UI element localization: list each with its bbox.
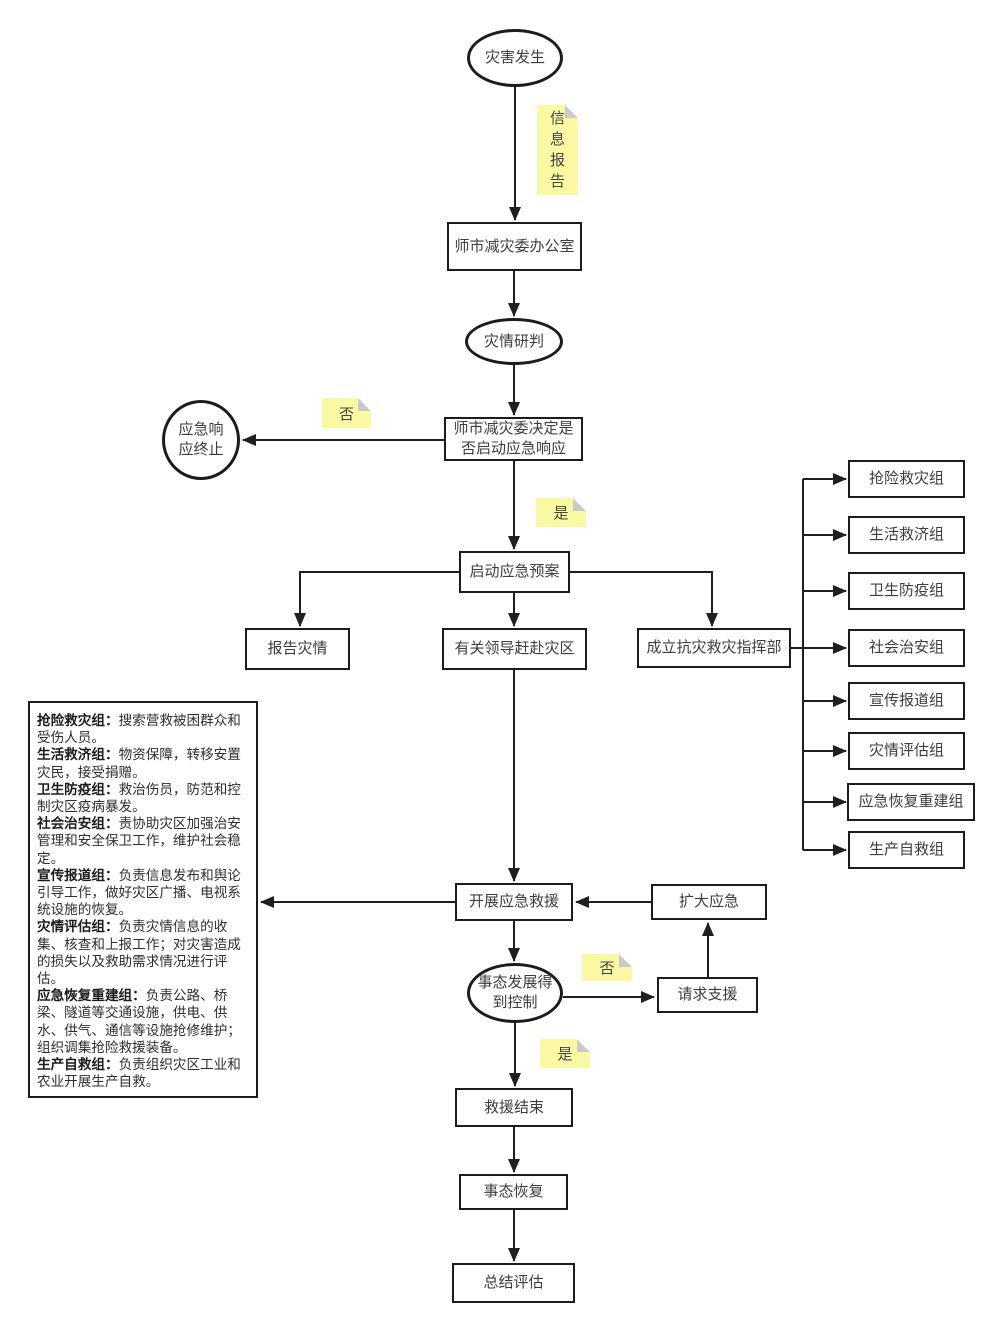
node-leaders-to-area: 有关领导赶赴灾区 (442, 628, 587, 670)
legend-term: 宣传报道组： (37, 867, 119, 883)
note-information-report-label: 信息报告 (549, 110, 565, 190)
node-disaster-judgement-label: 灾情研判 (483, 332, 544, 350)
node-publicity-group-label: 宣传报道组 (868, 692, 944, 709)
node-report-disaster-label: 报告灾情 (267, 640, 328, 657)
node-assessment-group: 灾情评估组 (848, 732, 965, 770)
node-emergency-rescue-group: 抢险救灾组 (848, 460, 965, 498)
node-expand-response-label: 扩大应急 (678, 893, 739, 910)
node-response-terminated-label: 应急响 应终止 (178, 421, 224, 458)
node-leaders-to-area-label: 有关领导赶赴灾区 (454, 640, 575, 657)
node-recovery-reconstruction-group: 应急恢复重建组 (847, 783, 975, 821)
legend-desc: 责协助灾区加强治安管理和安全保卫工作，维护社会稳定。 (37, 816, 241, 866)
legend-entry: 生活救济组：物资保障，转移安置灾民，接受捐赠。 (37, 746, 249, 780)
note-yes-finish-label: 是 (557, 1046, 573, 1063)
node-publicity-group: 宣传报道组 (848, 682, 965, 720)
node-disaster-judgement: 灾情研判 (465, 318, 563, 365)
node-launch-plan-label: 启动应急预案 (469, 563, 560, 580)
legend-term: 生活救济组： (37, 747, 119, 763)
legend-entry: 抢险救灾组：搜索营救被困群众和受伤人员。 (37, 712, 249, 746)
node-carry-out-rescue-label: 开展应急救援 (468, 893, 559, 910)
note-yes-activate-label: 是 (553, 505, 569, 522)
note-no-support: 否 (582, 954, 632, 981)
node-life-relief-group-label: 生活救济组 (868, 526, 944, 543)
node-activation-decision-label: 师市减灾委决定是 否启动应急响应 (453, 420, 574, 457)
legend-entry: 社会治安组：责协助灾区加强治安管理和安全保卫工作，维护社会稳定。 (37, 815, 249, 867)
node-launch-plan: 启动应急预案 (459, 551, 570, 593)
legend-term: 灾情评估组： (37, 919, 119, 935)
node-report-disaster: 报告灾情 (245, 628, 350, 670)
legend-desc: 负责信息发布和舆论引导工作，做好灾区广播、电视系统设施的恢复。 (37, 867, 241, 918)
legend-entry: 应急恢复重建组：负责公路、桥梁、隧道等交通设施，供电、供水、供气、通信等设施抢修… (37, 987, 249, 1056)
node-request-support: 请求支援 (657, 977, 758, 1013)
connector-plan-to-hq (570, 571, 718, 627)
legend-entry: 宣传报道组：负责信息发布和舆论引导工作，做好灾区广播、电视系统设施的恢复。 (37, 867, 249, 919)
note-no-terminate-label: 否 (338, 405, 354, 423)
node-situation-recovery-label: 事态恢复 (483, 1183, 544, 1200)
group-duties-legend: 抢险救灾组：搜索营救被困群众和受伤人员。 生活救济组：物资保障，转移安置灾民，接… (28, 701, 258, 1098)
note-no-support-label: 否 (599, 960, 615, 977)
note-yes-finish: 是 (540, 1039, 590, 1068)
node-reduction-office-label: 师市减灾委办公室 (454, 237, 575, 255)
node-activation-decision: 师市减灾委决定是 否启动应急响应 (444, 417, 583, 461)
connector-plan-to-report (294, 571, 459, 627)
legend-desc: 负责灾情信息的收集、核查和上报工作；对灾害造成的损失以及救助需求情况进行评估。 (37, 919, 241, 987)
legend-term: 社会治安组： (37, 816, 119, 832)
legend-term: 应急恢复重建组： (37, 988, 146, 1004)
node-health-epidemic-group-label: 卫生防疫组 (868, 582, 944, 599)
note-no-terminate: 否 (322, 398, 371, 428)
node-summary-evaluation: 总结评估 (452, 1263, 575, 1303)
legend-term: 抢险救灾组： (37, 713, 119, 728)
node-establish-headquarters: 成立抗灾救灾指挥部 (637, 628, 791, 668)
node-establish-headquarters-label: 成立抗灾救灾指挥部 (646, 639, 782, 656)
node-production-selfrescue-group-label: 生产自救组 (868, 841, 944, 858)
node-life-relief-group: 生活救济组 (848, 516, 965, 554)
node-assessment-group-label: 灾情评估组 (868, 742, 944, 759)
legend-entry: 灾情评估组：负责灾情信息的收集、核查和上报工作；对灾害造成的损失以及救助需求情况… (37, 918, 249, 987)
legend-term: 卫生防疫组： (37, 781, 119, 797)
node-disaster-occurs: 灾害发生 (467, 29, 563, 87)
note-information-report: 信息报告 (537, 105, 578, 195)
legend-desc: 负责公路、桥梁、隧道等交通设施，供电、供水、供气、通信等设施抢修维护；组织调集抢… (37, 988, 241, 1055)
node-public-security-group-label: 社会治安组 (868, 639, 944, 656)
node-situation-controlled-label: 事态发展得 到控制 (477, 974, 553, 1011)
node-rescue-finished: 救援结束 (455, 1088, 573, 1127)
node-production-selfrescue-group: 生产自救组 (848, 831, 965, 869)
node-expand-response: 扩大应急 (651, 884, 767, 920)
node-situation-controlled: 事态发展得 到控制 (467, 963, 563, 1023)
node-situation-recovery: 事态恢复 (459, 1174, 568, 1210)
legend-entry: 生产自救组：负责组织灾区工业和农业开展生产自救。 (37, 1056, 249, 1090)
node-carry-out-rescue: 开展应急救援 (455, 883, 573, 921)
legend-entry: 卫生防疫组：救治伤员，防范和控制灾区疫病暴发。 (37, 781, 249, 815)
node-recovery-reconstruction-group-label: 应急恢复重建组 (858, 793, 964, 810)
node-disaster-occurs-label: 灾害发生 (484, 49, 545, 66)
legend-desc: 负责组织灾区工业和农业开展生产自救。 (37, 1057, 241, 1090)
node-emergency-rescue-group-label: 抢险救灾组 (868, 470, 944, 487)
node-health-epidemic-group: 卫生防疫组 (848, 572, 965, 610)
legend-desc: 物资保障，转移安置灾民，接受捐赠。 (37, 747, 241, 780)
node-reduction-office: 师市减灾委办公室 (447, 222, 582, 271)
node-response-terminated: 应急响 应终止 (162, 400, 240, 480)
note-yes-activate: 是 (536, 498, 586, 527)
legend-term: 生产自救组： (37, 1057, 119, 1073)
node-rescue-finished-label: 救援结束 (483, 1098, 544, 1116)
node-request-support-label: 请求支援 (677, 986, 738, 1003)
node-public-security-group: 社会治安组 (848, 629, 965, 667)
node-summary-evaluation-label: 总结评估 (483, 1274, 544, 1291)
legend-desc: 搜索营救被困群众和受伤人员。 (37, 713, 241, 746)
legend-desc: 救治伤员，防范和控制灾区疫病暴发。 (37, 781, 241, 815)
